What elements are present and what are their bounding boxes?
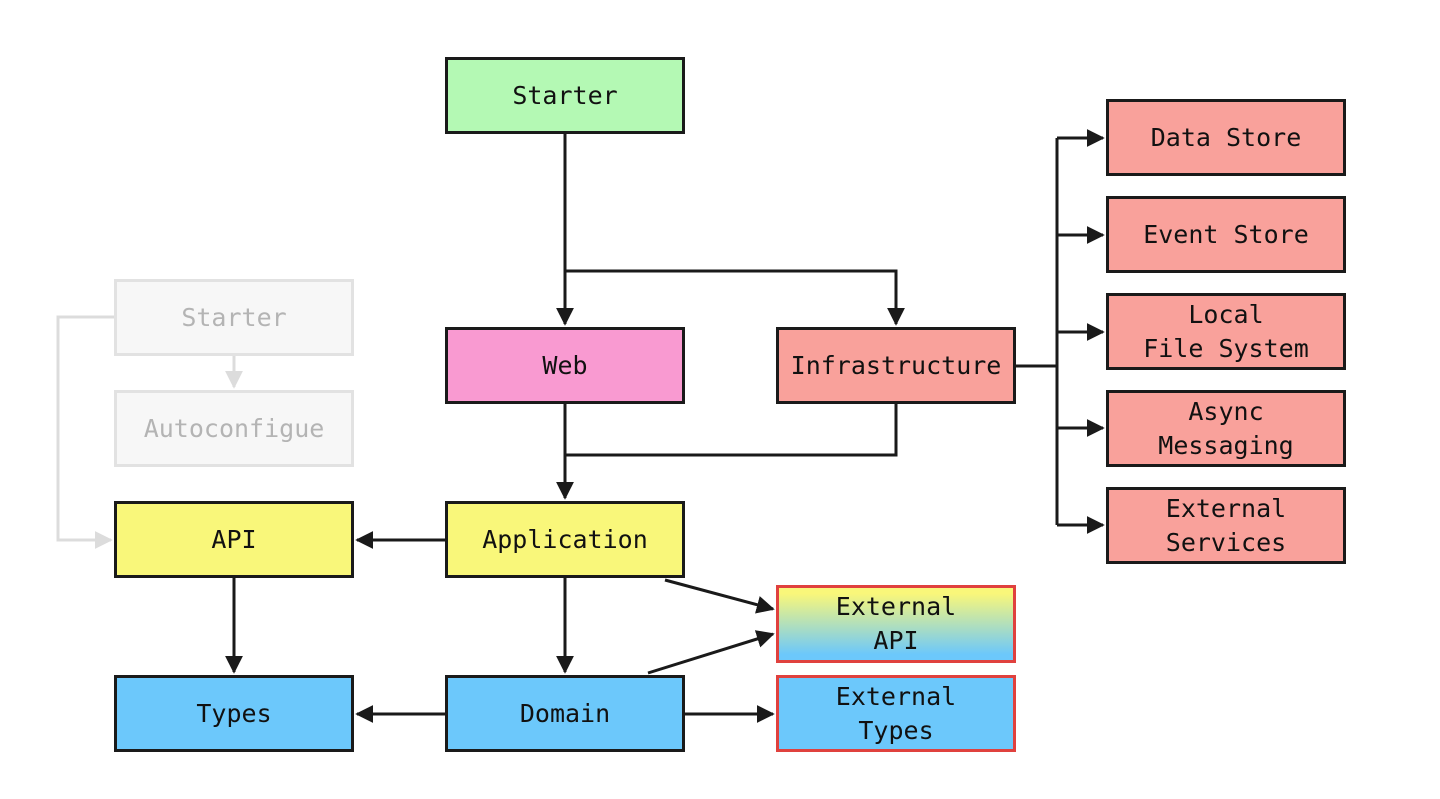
infrastructure-bus-line (1016, 138, 1059, 525)
data-store-label: Data Store (1150, 122, 1302, 152)
domain-box: Domain (445, 675, 685, 752)
async-messaging-box: Async Messaging (1106, 390, 1346, 467)
api-box: API (114, 501, 354, 578)
external-api-box: External API (776, 585, 1016, 663)
external-services-label: External Services (1165, 493, 1287, 557)
local-file-system-label: Local File System (1143, 299, 1309, 363)
infrastructure-box: Infrastructure (776, 327, 1016, 404)
starter-to-infrastructure-arrow (565, 269, 905, 326)
web-label: Web (542, 350, 588, 380)
starter-label: Starter (512, 80, 618, 110)
api-label: API (211, 524, 257, 554)
external-types-box: External Types (776, 675, 1016, 752)
ghost-autoconfigue-box: Autoconfigue (114, 390, 354, 467)
web-box: Web (445, 327, 685, 404)
domain-to-external-api-arrow (647, 630, 775, 675)
event-store-label: Event Store (1143, 219, 1309, 249)
ghost-starter-box: Starter (114, 279, 354, 356)
ghost-starter-label: Starter (181, 302, 287, 332)
async-messaging-label: Async Messaging (1158, 396, 1294, 460)
application-box: Application (445, 501, 685, 578)
infrastructure-label: Infrastructure (790, 350, 1002, 380)
local-file-system-box: Local File System (1106, 293, 1346, 370)
external-api-gradient-fill (777, 586, 1015, 662)
infrastructure-to-application-line (565, 404, 898, 457)
event-store-box: Event Store (1106, 196, 1346, 273)
external-api-label: External API (835, 592, 957, 655)
ghost-autoconfigue-label: Autoconfigue (143, 413, 325, 443)
external-types-label: External Types (835, 681, 957, 745)
application-label: Application (482, 524, 648, 554)
data-store-box: Data Store (1106, 99, 1346, 176)
domain-label: Domain (519, 698, 611, 728)
external-services-box: External Services (1106, 487, 1346, 564)
types-box: Types (114, 675, 354, 752)
application-to-external-api-arrow (664, 578, 775, 614)
ghost-starter-to-api-arrow (56, 315, 114, 549)
starter-box: Starter (445, 57, 685, 134)
types-label: Types (196, 698, 272, 728)
